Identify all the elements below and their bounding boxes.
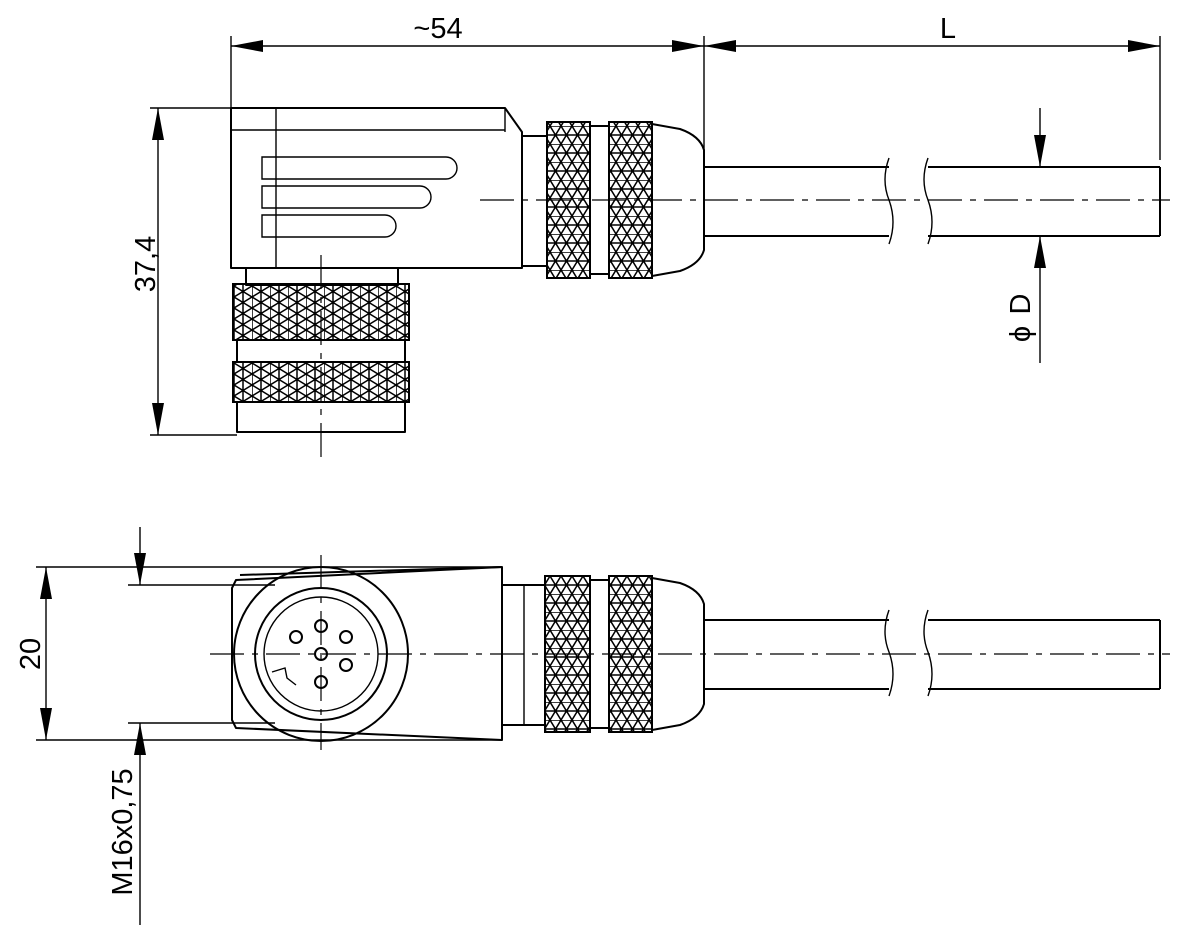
cable-side bbox=[704, 157, 1161, 245]
width-label: 20 bbox=[15, 638, 47, 670]
dimension-length: ~54 bbox=[230, 13, 705, 150]
dimension-height: 37,4 bbox=[130, 107, 237, 436]
length-label: ~54 bbox=[413, 13, 462, 45]
side-view: ~54 L 37,4 ϕ D bbox=[130, 13, 1170, 462]
angled-connector-body bbox=[230, 107, 548, 269]
cable-length-label: L bbox=[940, 13, 956, 45]
diameter-label: D bbox=[1005, 294, 1037, 315]
thread-label: M16x0,75 bbox=[107, 768, 139, 895]
front-view: 20 M16x0,75 bbox=[15, 527, 1170, 925]
dimension-width: 20 bbox=[15, 566, 502, 741]
coupling-ring-vertical bbox=[232, 267, 410, 433]
height-label: 37,4 bbox=[130, 236, 162, 292]
dimension-cable-length: L bbox=[704, 13, 1161, 160]
cable-front bbox=[704, 609, 1161, 697]
dimension-thread: M16x0,75 bbox=[107, 527, 275, 925]
dimension-diameter: ϕ D bbox=[1005, 108, 1046, 363]
diameter-symbol: ϕ bbox=[1005, 326, 1037, 342]
